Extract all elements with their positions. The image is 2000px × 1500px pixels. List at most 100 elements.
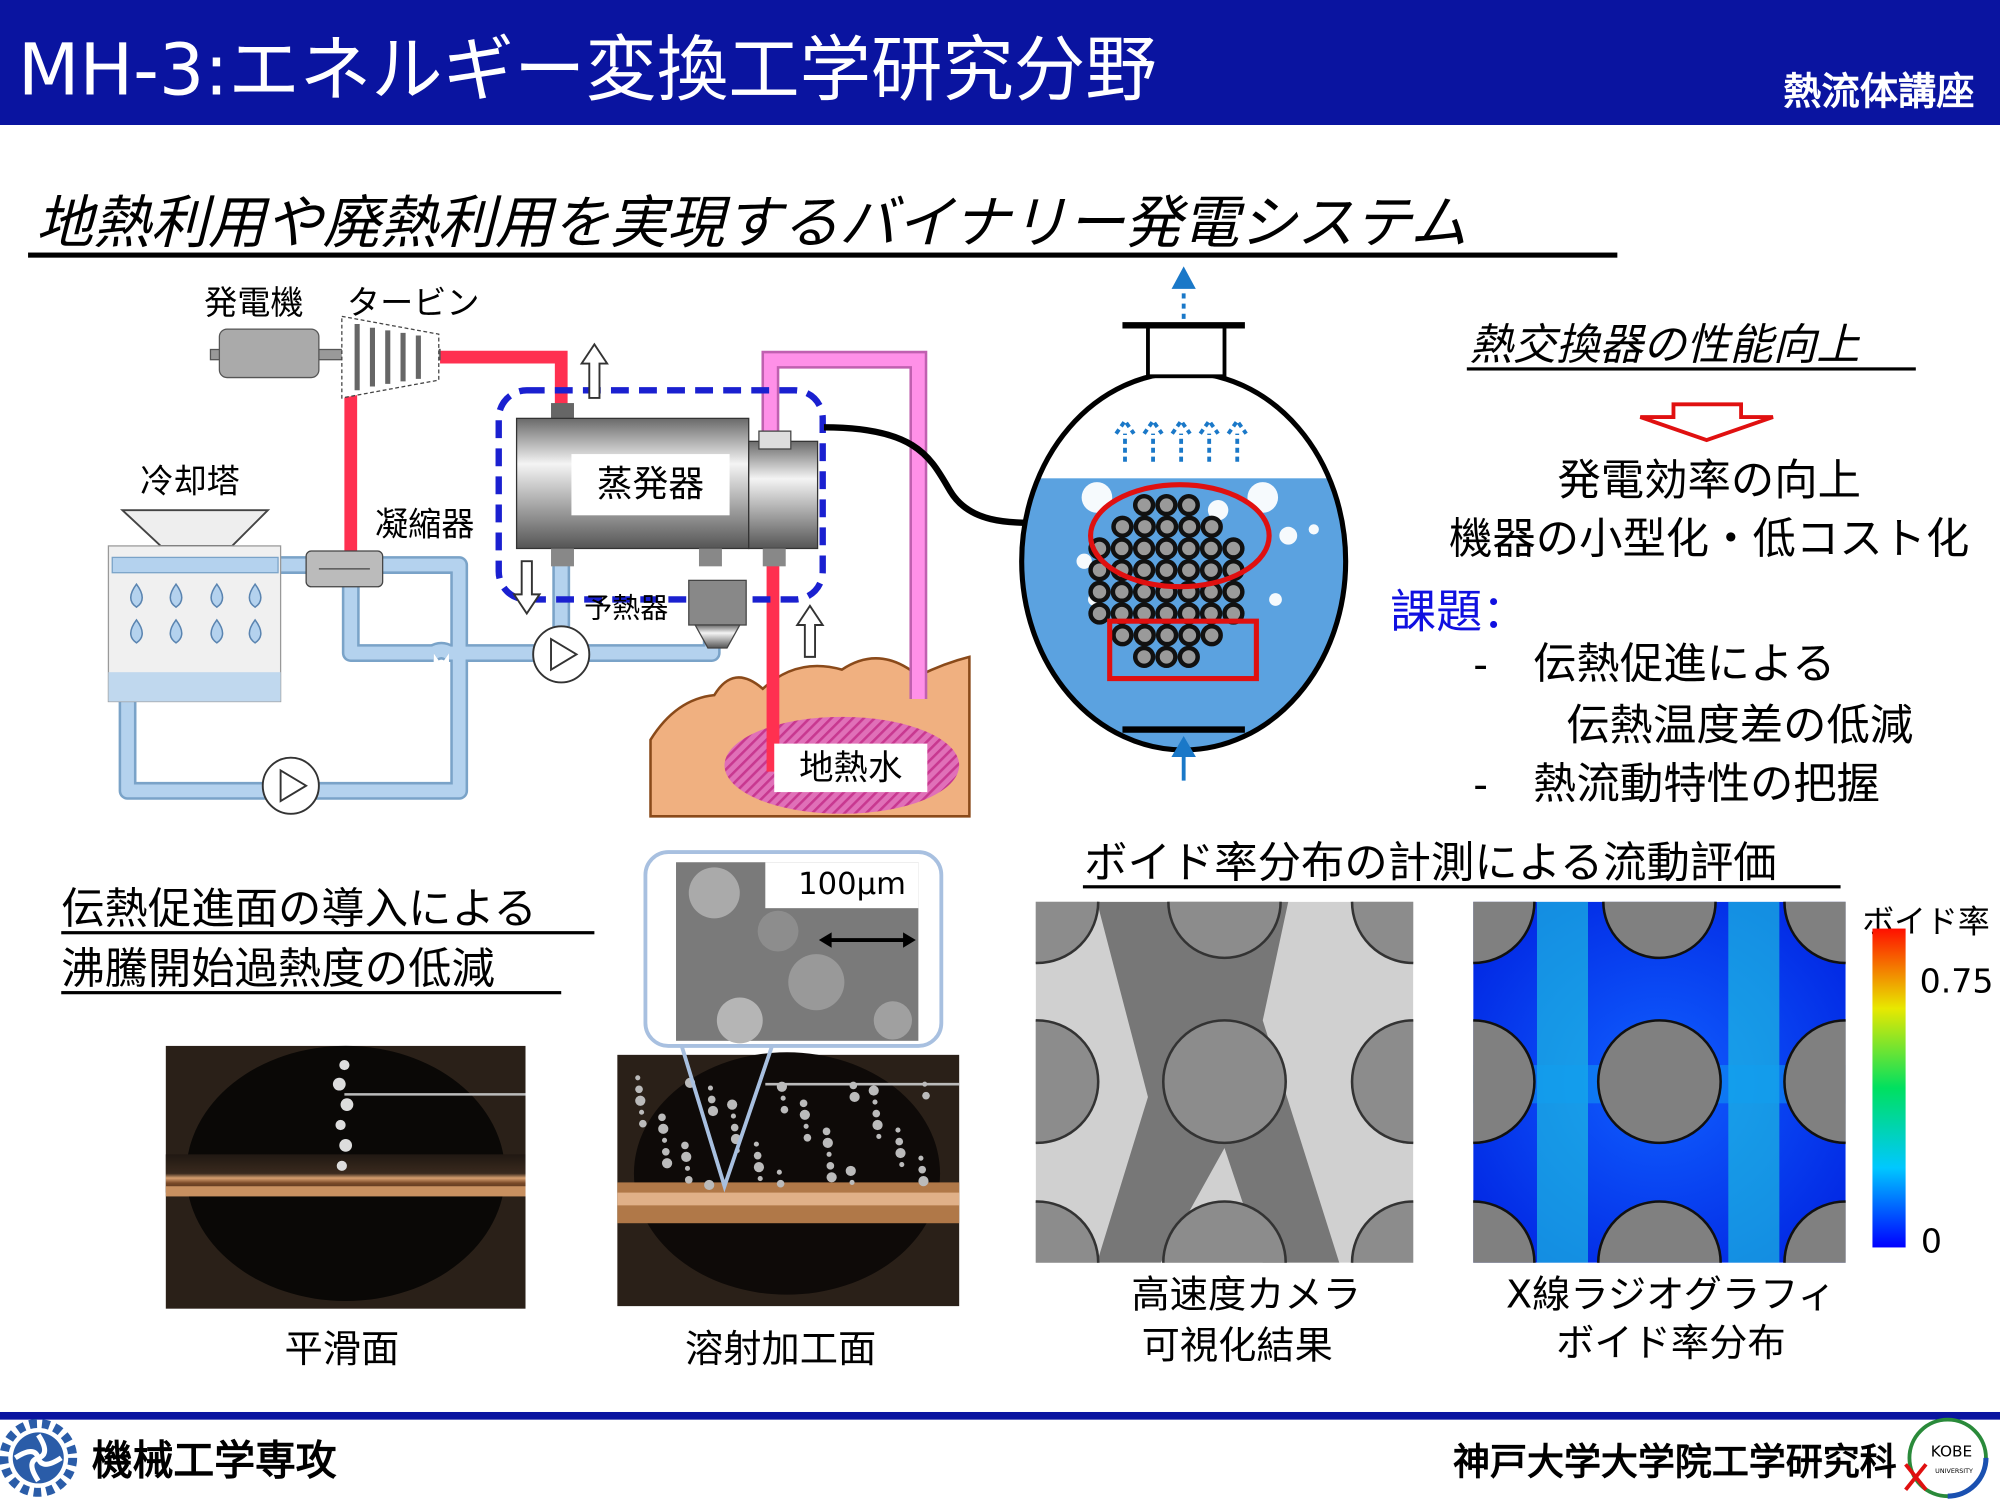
tube (1222, 580, 1245, 603)
label-generator: 発電機 (204, 283, 303, 322)
xray-void-fraction-image (1473, 901, 1846, 1263)
binary-cycle-diagram: 発電機 タービン 冷却塔 凝縮器 蒸発器 予熱器 地熱水 (107, 283, 1064, 818)
evaporator-nozzle (758, 430, 792, 450)
sem-inset: 100μm (643, 850, 944, 1193)
benefit-1: 発電効率の向上 (1557, 456, 1861, 506)
scale-bar-label: 100μm (798, 867, 906, 902)
tube (1155, 515, 1179, 538)
issue-1-cont: 伝熱温度差の低減 (1566, 701, 1913, 751)
label-cooling-tower: 冷却塔 (140, 461, 239, 500)
bubble (876, 1133, 882, 1140)
label-preheater: 予熱器 (584, 591, 668, 624)
heading-underline (1082, 885, 1841, 889)
bubble (684, 1165, 691, 1171)
bubble (872, 1119, 883, 1131)
tube (1222, 537, 1245, 560)
issue-2: 熱流動特性の把握 (1533, 759, 1880, 809)
bubble (849, 1091, 860, 1103)
preheater (688, 579, 747, 626)
high-speed-camera-image (1035, 901, 1414, 1263)
evaporator-nozzle (698, 548, 722, 567)
lab-name: 熱流体講座 (1783, 70, 1974, 115)
evaporator-end-cap (748, 440, 819, 550)
section-title-underline (28, 252, 1618, 258)
sprayed-surface-photo (617, 1052, 960, 1307)
label-turbine: タービン (347, 283, 480, 322)
bubble (826, 1172, 837, 1183)
evaporator-nozzle (551, 403, 574, 421)
tube (1155, 537, 1178, 560)
tube (1110, 580, 1133, 603)
colorbar (1872, 928, 1906, 1248)
geothermal-label-box (774, 743, 928, 793)
page-title: MH-3:エネルギー変換工学研究分野 (18, 28, 1157, 111)
tube (1133, 624, 1156, 647)
colorbar-max: 0.75 (1920, 961, 1994, 1000)
bubble (684, 1176, 693, 1184)
tube (1178, 624, 1201, 647)
turbine-blades (354, 323, 421, 391)
tube (1132, 537, 1156, 560)
logo-text: KOBE (1931, 1443, 1972, 1461)
bubble (661, 1147, 670, 1156)
bubble (899, 1161, 905, 1168)
issue-bullet: - (1473, 641, 1488, 689)
down-arrow-icon (1639, 402, 1774, 443)
bubble (707, 1095, 716, 1104)
tube (1178, 515, 1201, 538)
bubble (635, 1085, 643, 1094)
bubble (803, 1133, 812, 1142)
bubble (895, 1147, 906, 1159)
header-band (0, 0, 2000, 125)
section-title: 地熱利用や廃熱利用を実現するバイナリー発電システム (36, 189, 1468, 256)
issues-label: 課題： (1390, 585, 1528, 639)
bubble (658, 1123, 669, 1134)
bubble (730, 1123, 739, 1132)
geothermal-return-pipe (764, 353, 925, 699)
bubble (872, 1109, 881, 1118)
lower-region-highlight (1107, 618, 1259, 682)
bubble (822, 1137, 833, 1148)
bubble (799, 1099, 808, 1108)
bubble (681, 1151, 692, 1162)
heading-underline (1466, 367, 1916, 371)
vapor-arrow-icon (1226, 417, 1248, 462)
tube (1200, 624, 1223, 647)
benefit-2: 機器の小型化・低コスト化 (1449, 515, 1969, 565)
vapor-arrows (1114, 417, 1248, 462)
generator (218, 328, 320, 379)
bubble (707, 1085, 714, 1091)
heat-exchanger-vessel (1019, 266, 1349, 781)
bubble (661, 1137, 668, 1143)
tube (1110, 537, 1133, 560)
vapor-arrow-icon (1170, 417, 1192, 462)
bubble (639, 1109, 645, 1115)
tube (1177, 558, 1200, 582)
tube (1155, 645, 1178, 669)
tube (1155, 493, 1178, 517)
bubble (826, 1161, 835, 1170)
tube (1132, 645, 1156, 669)
tube (1199, 558, 1223, 582)
label-geothermal-water: 地熱水 (799, 748, 902, 788)
surface-heading-2: 沸騰開始過熱度の低減 (61, 944, 495, 994)
footer-rule (0, 1411, 2000, 1420)
bubble (753, 1141, 759, 1147)
bubble (849, 1179, 855, 1185)
bubble (849, 1081, 858, 1090)
bubble (826, 1151, 832, 1157)
arrow-down-icon (512, 560, 542, 616)
bubble (918, 1176, 929, 1187)
bubble (635, 1095, 646, 1106)
arrow-up-icon (795, 604, 825, 658)
vapor-arrow-icon (1198, 417, 1220, 462)
bubble (707, 1105, 719, 1117)
bubble (872, 1099, 878, 1105)
label-condenser: 凝縮器 (375, 505, 474, 544)
bubble (635, 1075, 641, 1081)
department-name: 機械工学専攻 (92, 1436, 337, 1484)
bubble (822, 1127, 831, 1136)
bubble (658, 1113, 666, 1122)
void-heading: ボイド率分布の計測による流動評価 (1084, 839, 1776, 889)
